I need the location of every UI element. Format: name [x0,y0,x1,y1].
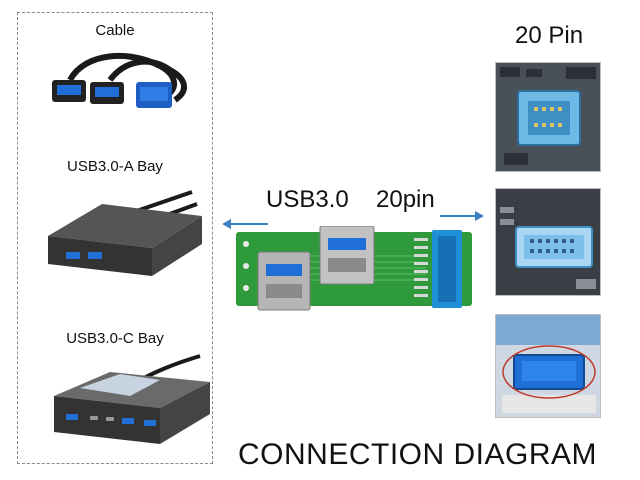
bay-c-label: USB3.0-C Bay [66,330,164,347]
motherboard-header-photo-1 [495,62,601,172]
right-arrow-icon [440,210,484,222]
diagram-title: CONNECTION DIAGRAM [238,438,598,471]
bay-a-image [42,186,202,286]
header-label: 20 Pin [515,22,584,49]
pin-label: 20pin [376,186,435,213]
adapter-board-image [236,226,472,312]
accessory-panel [17,12,213,464]
left-arrow-icon [222,218,268,230]
motherboard-header-photo-3 [495,314,601,418]
cable-label: Cable [95,22,135,39]
bay-c-image [50,352,210,452]
usb-label: USB3.0 [266,186,349,213]
cable-image [40,42,200,122]
bay-a-label: USB3.0-A Bay [67,158,163,175]
motherboard-header-photo-2 [495,188,601,296]
